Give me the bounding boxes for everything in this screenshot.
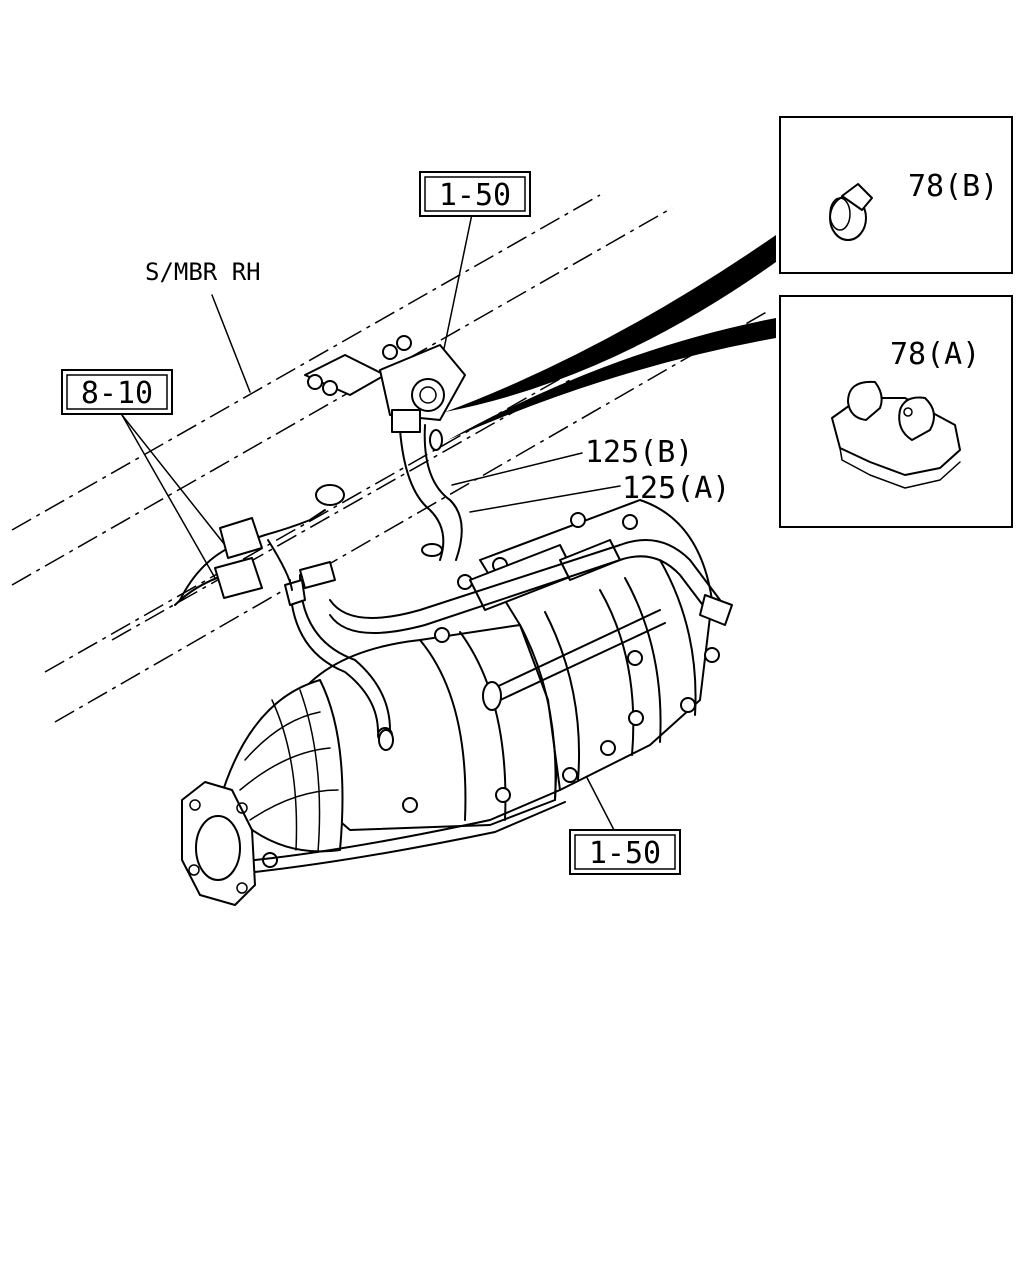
detail-box-78-b: 78(B) — [779, 116, 1013, 274]
dpf-assembly — [181, 499, 733, 906]
wire-harness — [174, 484, 345, 606]
detail-box-78-a: 78(A) — [779, 295, 1013, 528]
pipe-clip-icon — [831, 380, 961, 489]
ref-box-1-50-top[interactable]: 1-50 — [419, 171, 531, 217]
ref-1-50-bottom-text: 1-50 — [589, 836, 661, 871]
pressure-hose — [399, 424, 463, 561]
callout-wedges — [445, 235, 776, 440]
ref-box-8-10[interactable]: 8-10 — [61, 369, 173, 415]
part-125-a-label[interactable]: 125(A) — [622, 471, 730, 506]
part-78-b-label[interactable]: 78(B) — [908, 169, 998, 204]
ref-8-10-text: 8-10 — [81, 376, 153, 411]
ref-1-50-top-text: 1-50 — [439, 178, 511, 213]
hose-clamp-icon — [829, 183, 873, 241]
part-78-a-label[interactable]: 78(A) — [890, 337, 980, 372]
ref-box-1-50-bottom[interactable]: 1-50 — [569, 829, 681, 875]
pressure-sensor-bracket — [304, 335, 466, 433]
side-member-label: S/MBR RH — [145, 258, 261, 286]
part-125-b-label[interactable]: 125(B) — [585, 435, 693, 470]
